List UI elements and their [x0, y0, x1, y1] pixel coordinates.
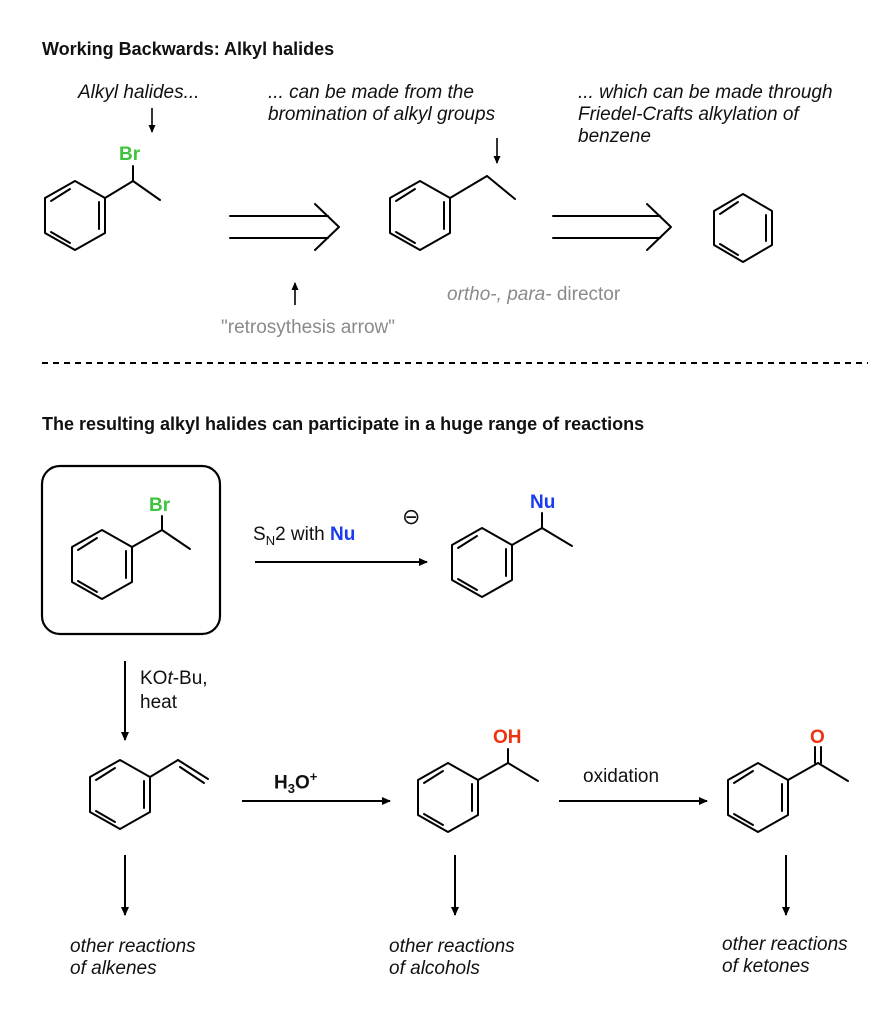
alcohols-label-line2: of alcohols — [389, 958, 480, 979]
ketones-label-line1: other reactions — [722, 934, 848, 955]
label-friedel-line1: ... which can be made through — [578, 82, 833, 103]
director-text: director — [556, 284, 621, 305]
h3o-o: O — [294, 772, 310, 794]
retrosynthesis-arrow-label: "retrosythesis arrow" — [221, 317, 395, 338]
label-alkyl-halides: Alkyl halides... — [78, 82, 200, 103]
h3o-reagent-label: H3O+ — [274, 766, 317, 800]
benzene-ring-alcohol — [417, 762, 479, 833]
kotbu-label: KOt-Bu, — [140, 668, 208, 690]
h3o-h: H — [274, 772, 288, 794]
kotbu-rest: -Bu, — [172, 668, 208, 689]
ketones-label-line2: of ketones — [722, 956, 810, 977]
h3o-subscript: 3 — [287, 781, 295, 797]
hydroxyl-atom: OH — [493, 727, 522, 748]
oxidation-label: oxidation — [583, 766, 660, 787]
ortho-text: ortho-, — [447, 284, 502, 305]
top-heading: Working Backwards: Alkyl halides — [42, 39, 335, 59]
para-text: para- — [507, 284, 552, 305]
benzene-ring-benzene — [713, 193, 773, 263]
starting-material-box — [40, 464, 222, 636]
carbonyl-oxygen-atom: O — [810, 727, 825, 748]
sn2-reagent-label: SN2 with Nu — [253, 524, 355, 552]
nu-reagent: Nu — [330, 524, 356, 545]
ethyl-chain — [449, 175, 516, 200]
nucleophile-charge-icon: ⊖ — [402, 504, 421, 529]
side-chain-ketone — [787, 746, 849, 782]
alkenes-label-line1: other reactions — [70, 936, 196, 957]
nu-atom-product: Nu — [530, 492, 556, 513]
side-chain-alcohol — [477, 748, 539, 782]
bromine-atom-boxed: Br — [149, 495, 171, 516]
retrosynthesis-arrow-1 — [229, 203, 340, 251]
sn2-s: S — [253, 524, 266, 545]
h3o-superscript: + — [309, 769, 318, 784]
benzene-ring-styrene — [89, 759, 151, 830]
sn2-rest: 2 with — [275, 524, 325, 545]
label-friedel-line2: Friedel-Crafts alkylation of — [578, 104, 799, 125]
benzene-ring-ethylbenzene — [389, 180, 451, 251]
heat-label: heat — [140, 692, 177, 713]
sn2-subscript: N — [265, 532, 276, 548]
benzene-ring-bromide-top — [44, 180, 106, 251]
benzene-ring-bromide-boxed — [71, 529, 133, 600]
benzene-ring-nu-product — [451, 527, 513, 598]
bottom-heading: The resulting alkyl halides can particip… — [42, 414, 645, 434]
label-bromination-line2: bromination of alkyl groups — [268, 104, 496, 125]
side-chain-bromide-boxed — [131, 515, 191, 550]
label-bromination-line1: ... can be made from the — [268, 82, 474, 103]
kotbu-t: t — [167, 668, 173, 689]
alcohols-label-line1: other reactions — [389, 936, 515, 957]
kotbu-ko: KO — [140, 668, 168, 689]
benzene-ring-ketone — [727, 762, 789, 833]
vinyl-group — [149, 759, 209, 784]
retrosynthesis-arrow-2 — [552, 203, 672, 251]
side-chain-nu-product — [511, 512, 573, 547]
bromine-atom-top: Br — [119, 144, 141, 165]
ortho-para-director-label: ortho-, para- director — [447, 284, 620, 306]
alkenes-label-line2: of alkenes — [70, 958, 157, 979]
side-chain-bromide-top — [104, 165, 161, 201]
label-friedel-line3: benzene — [578, 126, 651, 147]
